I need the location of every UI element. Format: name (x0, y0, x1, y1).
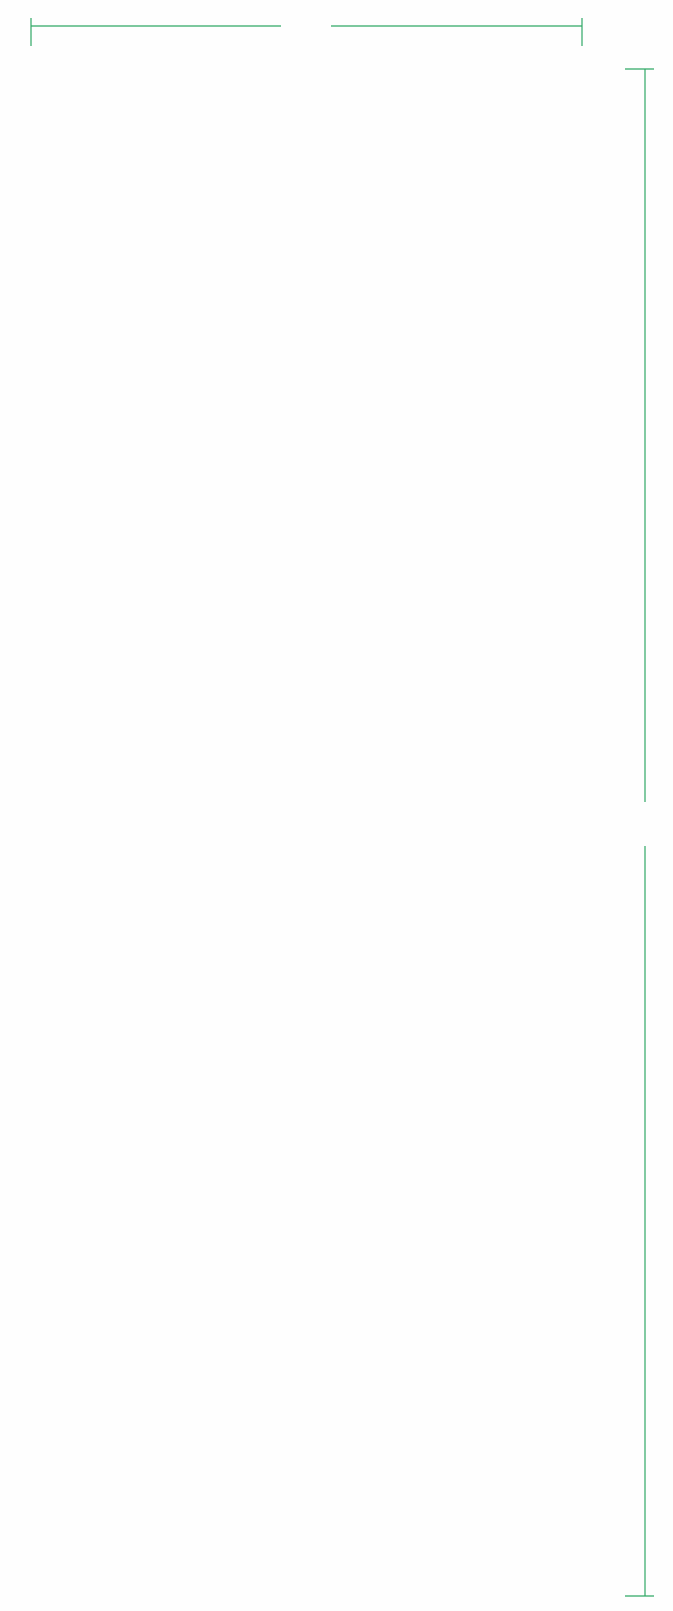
vertical-dimension (625, 68, 654, 1597)
horizontal-dimension (30, 18, 583, 46)
